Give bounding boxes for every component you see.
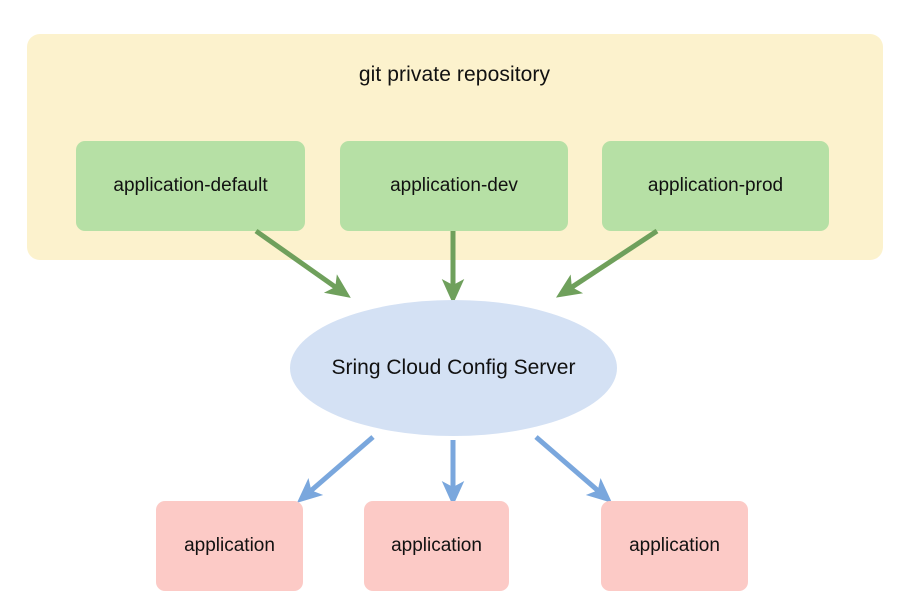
config-file-application-dev[interactable]: application-dev — [340, 141, 568, 231]
config-file-application-prod[interactable]: application-prod — [602, 141, 829, 231]
repository-title: git private repository — [358, 63, 551, 86]
edge-server-to-application-3 — [534, 435, 613, 503]
config-file-application-default[interactable]: application-default — [76, 141, 305, 231]
client-application-1[interactable]: application — [156, 501, 303, 591]
client-application-label: application — [391, 535, 482, 556]
config-file-label: application-dev — [390, 175, 518, 196]
config-server-node[interactable]: Sring Cloud Config Server — [290, 300, 617, 436]
client-application-label: application — [629, 535, 720, 556]
edge-server-to-application-1 — [296, 435, 375, 503]
client-application-2[interactable]: application — [364, 501, 509, 591]
client-application-3[interactable]: application — [601, 501, 748, 591]
client-application-label: application — [184, 535, 275, 556]
config-file-label: application-default — [113, 175, 268, 196]
config-server-label: Sring Cloud Config Server — [331, 356, 576, 379]
config-file-label: application-prod — [647, 175, 784, 196]
